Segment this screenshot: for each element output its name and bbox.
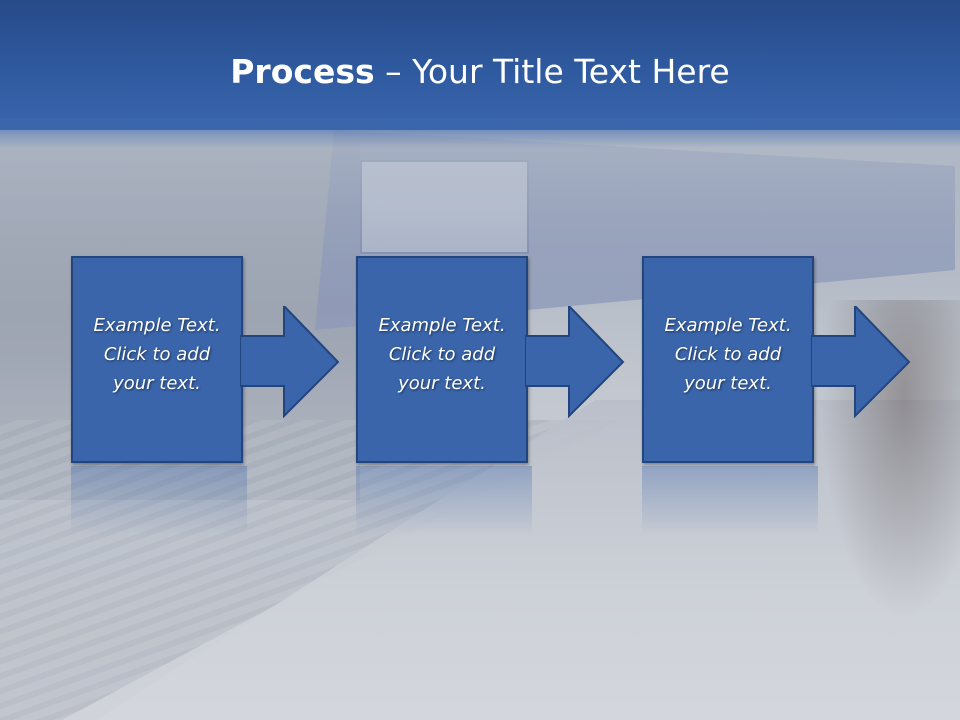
slide-title[interactable]: Process – Your Title Text Here <box>0 52 960 91</box>
slide-title-bold: Process <box>230 52 375 91</box>
process-step-3[interactable]: Example Text. Click to add your text. <box>642 256 818 466</box>
slide-title-rest: – Your Title Text Here <box>374 52 730 91</box>
process-step-box <box>642 256 814 463</box>
process-arrow-1 <box>240 306 340 418</box>
title-bar-fade <box>0 118 960 148</box>
title-bar <box>0 0 960 130</box>
process-step-box <box>356 256 528 463</box>
process-step-1[interactable]: Example Text. Click to add your text. <box>71 256 247 466</box>
process-arrow-3 <box>811 306 911 418</box>
process-step-reflection <box>642 466 818 536</box>
process-step-text[interactable]: Example Text. Click to add your text. <box>378 315 506 394</box>
process-step-reflection <box>356 466 532 536</box>
process-step-reflection <box>71 466 247 536</box>
process-step-text[interactable]: Example Text. Click to add your text. <box>93 315 221 394</box>
process-step-text[interactable]: Example Text. Click to add your text. <box>664 315 792 394</box>
process-arrow-2 <box>525 306 625 418</box>
process-step-2[interactable]: Example Text. Click to add your text. <box>356 256 532 466</box>
